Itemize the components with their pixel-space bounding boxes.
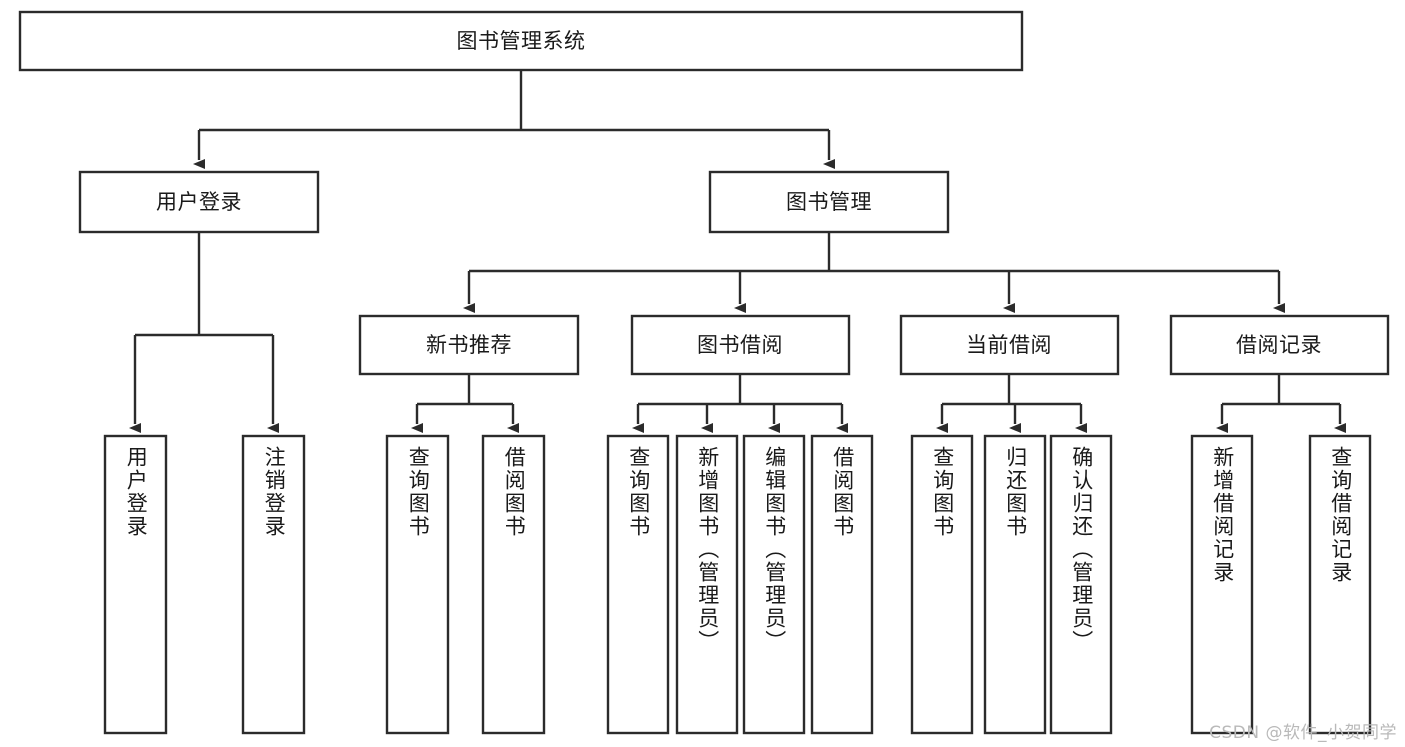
node-new-book-recommend-label: 新书推荐	[426, 333, 512, 357]
node-root-label: 图书管理系统	[457, 29, 586, 53]
leaf-label-newbook-borrow: 借阅图书	[502, 446, 527, 538]
leaf-user-logout[interactable]: 注销登录	[243, 436, 304, 733]
leaf-rect-bb-query[interactable]	[606, 434, 670, 735]
leaf-label-borrow-edit: 编辑图书（管理员）	[762, 446, 787, 653]
leaf-label-borrow-add: 新增图书（管理员）	[695, 446, 720, 653]
leaf-user-login[interactable]: 用户登录	[105, 436, 166, 733]
leaf-rect-bb-add[interactable]	[675, 434, 739, 735]
connector-group-current	[936, 374, 1087, 433]
leaf-rect-cb-return[interactable]	[983, 434, 1047, 735]
node-user-login[interactable]: 用户登录	[78, 170, 320, 234]
connector-group-root	[193, 70, 835, 169]
node-book-borrow-rect[interactable]	[630, 314, 851, 376]
leaf-rect-user-login[interactable]	[103, 434, 168, 735]
node-root[interactable]: 图书管理系统	[18, 10, 1024, 72]
leaf-label-records-add: 新增借阅记录	[1210, 446, 1235, 584]
node-book-management-label: 图书管理	[786, 190, 872, 214]
leaf-borrow-edit[interactable]: 编辑图书（管理员）	[744, 436, 804, 733]
node-user-login-rect[interactable]	[78, 170, 320, 234]
node-book-borrow[interactable]: 图书借阅	[630, 314, 851, 376]
node-book-borrow-label: 图书借阅	[697, 333, 783, 357]
leaf-newbook-borrow[interactable]: 借阅图书	[483, 436, 544, 733]
leaf-label-current-confirm: 确认归还（管理员）	[1069, 446, 1094, 653]
node-new-book-recommend[interactable]: 新书推荐	[358, 314, 580, 376]
node-root-rect[interactable]	[18, 10, 1024, 72]
node-borrow-records[interactable]: 借阅记录	[1169, 314, 1390, 376]
leaf-current-query[interactable]: 查询图书	[912, 436, 972, 733]
leaf-label-user-logout: 注销登录	[262, 446, 287, 538]
node-borrow-records-rect[interactable]	[1169, 314, 1390, 376]
leaf-label-current-query: 查询图书	[930, 446, 955, 538]
connector-group-records	[1216, 374, 1346, 433]
leaf-borrow-query[interactable]: 查询图书	[608, 436, 668, 733]
watermark-text: CSDN @软件_小贺同学	[1209, 723, 1397, 743]
leaf-rect-group	[103, 434, 1372, 735]
leaf-current-return[interactable]: 归还图书	[985, 436, 1045, 733]
connector-group-user-login	[129, 232, 279, 433]
leaf-rect-user-logout[interactable]	[241, 434, 306, 735]
leaf-rect-bb-lend[interactable]	[810, 434, 874, 735]
leaf-current-confirm[interactable]: 确认归还（管理员）	[1051, 436, 1111, 733]
leaf-label-borrow-query: 查询图书	[626, 446, 651, 538]
leaf-rect-bb-edit[interactable]	[742, 434, 806, 735]
node-current-borrow[interactable]: 当前借阅	[899, 314, 1120, 376]
leaf-rect-cb-query[interactable]	[910, 434, 974, 735]
node-book-management-rect[interactable]	[708, 170, 950, 234]
leaf-rect-nb-query[interactable]	[385, 434, 450, 735]
leaf-records-add[interactable]: 新增借阅记录	[1192, 436, 1252, 733]
leaf-records-query[interactable]: 查询借阅记录	[1310, 436, 1370, 733]
connector-group-book-mgmt	[463, 232, 1285, 313]
node-current-borrow-rect[interactable]	[899, 314, 1120, 376]
leaf-label-newbook-query: 查询图书	[406, 446, 431, 538]
node-book-management[interactable]: 图书管理	[708, 170, 950, 234]
node-current-borrow-label: 当前借阅	[966, 333, 1052, 357]
leaf-label-records-query: 查询借阅记录	[1328, 446, 1353, 584]
leaf-label-current-return: 归还图书	[1003, 446, 1028, 538]
node-user-login-label: 用户登录	[156, 190, 242, 214]
leaf-borrow-lend[interactable]: 借阅图书	[812, 436, 872, 733]
leaf-rect-cb-confirm[interactable]	[1049, 434, 1113, 735]
leaf-label-borrow-lend: 借阅图书	[830, 446, 855, 538]
node-borrow-records-label: 借阅记录	[1236, 333, 1322, 357]
node-new-book-recommend-rect[interactable]	[358, 314, 580, 376]
connector-group-newbook	[411, 374, 519, 433]
connector-group-borrow	[632, 374, 848, 433]
leaf-newbook-query[interactable]: 查询图书	[387, 436, 448, 733]
leaf-borrow-add[interactable]: 新增图书（管理员）	[677, 436, 737, 733]
leaf-rect-br-query[interactable]	[1308, 434, 1372, 735]
leaf-label-user-login: 用户登录	[124, 446, 149, 538]
leaf-rect-br-add[interactable]	[1190, 434, 1254, 735]
leaf-rect-nb-borrow[interactable]	[481, 434, 546, 735]
